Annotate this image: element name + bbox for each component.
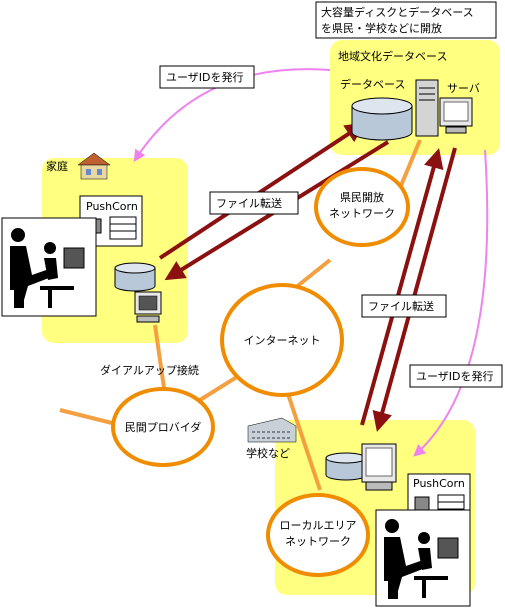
prefectural-network: 県民開放 ネットワーク: [314, 167, 410, 247]
svg-text:PushCorn: PushCorn: [86, 200, 138, 213]
server-label: サーバ: [447, 82, 480, 95]
svg-text:ユーザIDを発行: ユーザIDを発行: [416, 369, 494, 383]
lan-label-1: ローカルエリア: [280, 519, 357, 532]
local-area-network: ローカルエリア ネットワーク: [266, 493, 370, 577]
internet-label: インターネット: [244, 334, 321, 347]
school-building-icon: [247, 417, 297, 443]
svg-text:ファイル転送: ファイル転送: [216, 196, 282, 210]
home-label: 家庭: [46, 159, 68, 173]
top-note-line-1: 大容量ディスクとデータベース: [321, 5, 474, 19]
issue-id-arrow-right: [413, 149, 489, 457]
server-icon: [415, 79, 473, 137]
lan-label-2: ネットワーク: [285, 535, 351, 548]
database-label: データベース: [340, 77, 405, 91]
top-note-line-2: を県民・学校などに開放: [321, 21, 442, 35]
provider-network: 民間プロバイダ: [111, 387, 215, 467]
network-lines: [59, 139, 422, 491]
svg-text:PushCorn: PushCorn: [413, 477, 465, 490]
internet: インターネット: [220, 283, 344, 397]
home-client-icon: [114, 262, 162, 323]
top-note: 大容量ディスクとデータベース を県民・学校などに開放: [315, 1, 497, 39]
database-icon: [351, 97, 413, 141]
issue-id-note-top: ユーザIDを発行: [159, 65, 255, 89]
school-label: 学校など: [246, 446, 290, 460]
issue-id-note-right: ユーザIDを発行: [409, 364, 503, 388]
regional-db-title: 地域文化データベース: [338, 49, 447, 63]
home-user-icon: [1, 217, 97, 317]
provider-label: 民間プロバイダ: [125, 420, 202, 434]
house-icon: [77, 152, 111, 180]
svg-text:ユーザIDを発行: ユーザIDを発行: [166, 70, 244, 84]
school-user-icon: [375, 509, 471, 607]
prefectural-network-label-1: 県民開放: [340, 190, 384, 204]
school-client-icon: [325, 443, 397, 491]
dialup-label: ダイアルアップ接続: [100, 363, 199, 377]
file-transfer-note-left: ファイル転送: [209, 191, 299, 215]
prefectural-network-label-2: ネットワーク: [329, 207, 395, 220]
file-transfer-note-right: ファイル転送: [361, 294, 447, 318]
svg-text:ファイル転送: ファイル転送: [368, 299, 434, 313]
